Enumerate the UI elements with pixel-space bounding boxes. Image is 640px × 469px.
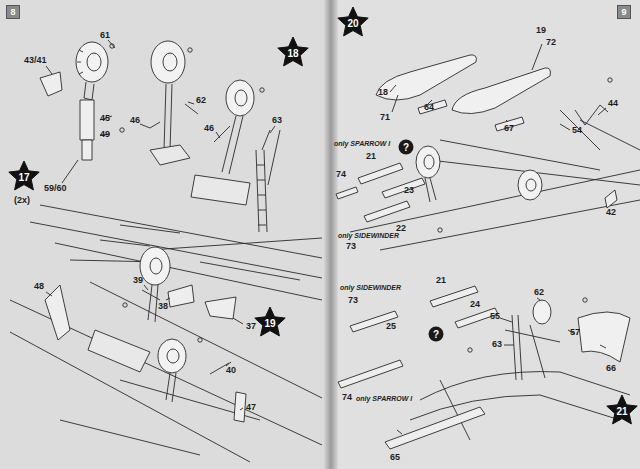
part-number: 42	[606, 208, 616, 217]
part-number: 46	[130, 116, 140, 125]
part-number: 73	[348, 296, 358, 305]
part-number: 25	[386, 322, 396, 331]
part-number: 67	[504, 124, 514, 133]
part-number: 21	[436, 276, 446, 285]
part-number: 38	[158, 302, 168, 311]
part-number: 64	[424, 103, 434, 112]
step-star: 19	[254, 306, 286, 338]
part-number: 45	[100, 114, 110, 123]
gutter-shadow	[324, 0, 338, 469]
page-number: 9	[617, 5, 631, 19]
variant-note: only SPARROW I	[356, 395, 412, 402]
part-number: 37	[246, 322, 256, 331]
part-number: 65	[390, 453, 400, 462]
option-circle: ?	[428, 326, 444, 342]
part-number: 23	[404, 186, 414, 195]
part-number: 61	[100, 31, 110, 40]
part-number: 18	[378, 88, 388, 97]
option-circle: ?	[398, 139, 414, 155]
part-number: 66	[606, 364, 616, 373]
step-number: 18	[277, 36, 309, 68]
part-number: 62	[196, 96, 206, 105]
variant-note: only SPARROW I	[334, 140, 390, 147]
page-number-box: 8	[6, 5, 20, 19]
line-art	[10, 40, 640, 462]
part-number: 54	[572, 126, 582, 135]
part-number: 48	[34, 282, 44, 291]
step-star: 17	[8, 160, 40, 192]
part-number: 62	[534, 288, 544, 297]
step-number: 19	[254, 306, 286, 338]
part-number: 22	[396, 224, 406, 233]
part-number: (2x)	[14, 196, 30, 205]
left-page	[0, 0, 331, 469]
part-number: 21	[366, 152, 376, 161]
part-number: 72	[546, 38, 556, 47]
page-number: 8	[6, 5, 20, 19]
part-number: 63	[272, 116, 282, 125]
variant-note: only SIDEWINDER	[340, 284, 401, 291]
part-number: 44	[608, 99, 618, 108]
part-number: 19	[536, 26, 546, 35]
part-number: 24	[470, 300, 480, 309]
step-star: 18	[277, 36, 309, 68]
page-number-box: 9	[617, 5, 631, 19]
step-star: 20	[337, 6, 369, 38]
option-mark: ?	[398, 139, 414, 155]
part-number: 73	[346, 242, 356, 251]
part-number: 43/41	[24, 56, 47, 65]
part-number: 74	[342, 393, 352, 402]
part-number: 47	[246, 403, 256, 412]
step-number: 21	[606, 394, 638, 426]
option-mark: ?	[428, 326, 444, 342]
part-number: 57	[570, 328, 580, 337]
part-number: 74	[336, 170, 346, 179]
part-number: 40	[226, 366, 236, 375]
step-number: 17	[8, 160, 40, 192]
variant-note: only SIDEWINDER	[338, 232, 399, 239]
part-number: 49	[100, 130, 110, 139]
part-number: 39	[133, 276, 143, 285]
part-number: 46	[204, 124, 214, 133]
right-page	[335, 0, 640, 469]
part-number: 59/60	[44, 184, 67, 193]
part-number: 71	[380, 113, 390, 122]
step-number: 20	[337, 6, 369, 38]
step-star: 21	[606, 394, 638, 426]
part-number: 63	[492, 340, 502, 349]
part-number: 55	[490, 312, 500, 321]
